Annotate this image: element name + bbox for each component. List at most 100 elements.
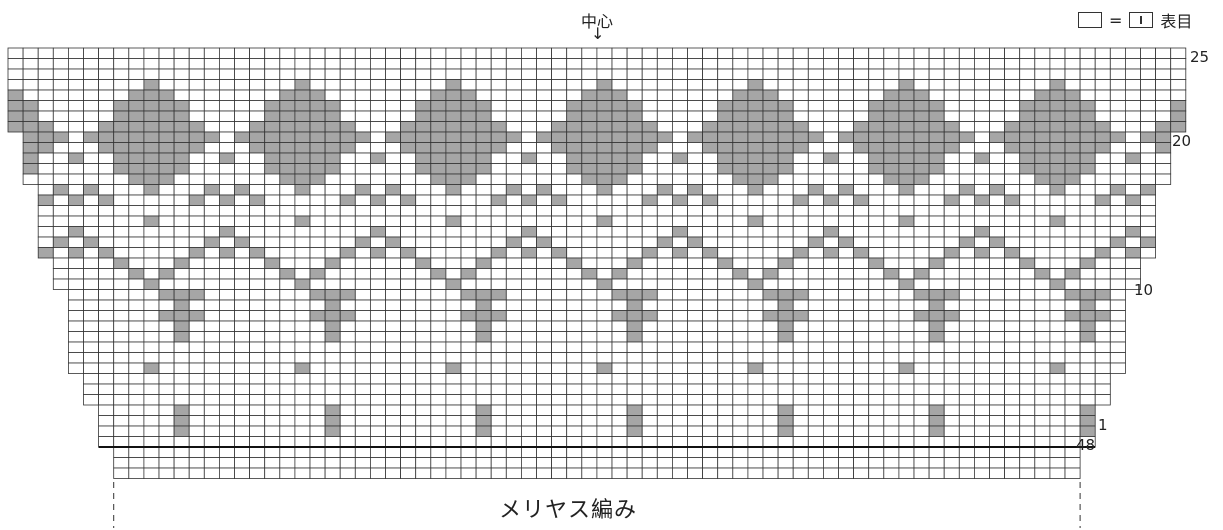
stitch-cell xyxy=(853,299,870,311)
stitch-cell xyxy=(324,205,341,217)
filled-stitch-cell xyxy=(324,289,341,301)
stitch-cell xyxy=(853,184,870,196)
stitch-cell xyxy=(807,194,824,206)
stitch-cell xyxy=(249,404,266,416)
filled-stitch-cell xyxy=(611,163,628,175)
stitch-cell xyxy=(581,362,598,374)
stitch-cell xyxy=(521,310,537,322)
stitch-cell xyxy=(928,173,945,185)
stitch-cell xyxy=(596,383,613,395)
stitch-cell xyxy=(672,404,688,416)
stitch-cell xyxy=(853,289,870,301)
stitch-cell xyxy=(369,436,386,448)
stitch-cell xyxy=(490,79,507,91)
stitch-cell xyxy=(264,425,281,437)
stitch-cell xyxy=(415,58,432,70)
filled-stitch-cell xyxy=(264,121,281,133)
stitch-cell xyxy=(777,467,794,479)
stitch-cell xyxy=(203,310,220,322)
stitch-cell xyxy=(264,394,281,406)
filled-stitch-cell xyxy=(415,110,432,122)
stitch-cell xyxy=(52,173,69,185)
stitch-cell xyxy=(234,436,251,448)
stitch-cell xyxy=(1064,299,1081,311)
stitch-cell xyxy=(1109,299,1126,311)
stitch-cell xyxy=(732,278,749,290)
filled-stitch-cell xyxy=(1170,110,1187,122)
filled-stitch-cell xyxy=(294,121,311,133)
stitch-cell xyxy=(354,457,371,469)
filled-stitch-cell xyxy=(460,100,477,112)
stitch-cell xyxy=(430,247,447,259)
stitch-cell xyxy=(158,236,175,248)
stitch-cell xyxy=(249,268,266,280)
stitch-cell xyxy=(218,467,235,479)
stitch-cell xyxy=(913,299,930,311)
filled-stitch-cell xyxy=(913,110,930,122)
stitch-cell xyxy=(309,184,326,196)
stitch-cell xyxy=(460,331,477,343)
filled-stitch-cell xyxy=(974,194,990,206)
stitch-cell xyxy=(188,163,205,175)
stitch-cell xyxy=(1125,163,1141,175)
stitch-cell xyxy=(853,205,870,217)
stitch-cell xyxy=(943,373,960,385)
stitch-cell xyxy=(807,58,824,70)
stitch-cell xyxy=(611,425,628,437)
stitch-cell xyxy=(581,47,598,59)
stitch-cell xyxy=(22,47,39,59)
stitch-cell xyxy=(1140,58,1157,70)
stitch-cell xyxy=(339,173,356,185)
filled-stitch-cell xyxy=(188,194,205,206)
stitch-cell xyxy=(762,341,779,353)
stitch-cell xyxy=(279,457,296,469)
stitch-cell xyxy=(98,68,115,80)
stitch-cell xyxy=(445,226,462,238)
stitch-cell xyxy=(400,236,417,248)
stitch-cell xyxy=(958,268,975,280)
stitch-cell xyxy=(98,373,115,385)
filled-stitch-cell xyxy=(732,89,749,101)
stitch-cell xyxy=(958,394,975,406)
stitch-cell xyxy=(1109,352,1126,364)
stitch-cell xyxy=(717,47,734,59)
stitch-cell xyxy=(732,457,749,469)
stitch-cell xyxy=(687,268,704,280)
stitch-cell xyxy=(324,436,341,448)
stitch-cell xyxy=(611,341,628,353)
stitch-cell xyxy=(1049,415,1066,427)
stitch-cell xyxy=(98,310,115,322)
stitch-cell xyxy=(581,331,598,343)
filled-stitch-cell xyxy=(7,89,24,101)
stitch-cell xyxy=(1019,352,1036,364)
filled-stitch-cell xyxy=(475,110,492,122)
stitch-cell xyxy=(339,436,356,448)
filled-stitch-cell xyxy=(928,331,945,343)
stitch-cell xyxy=(898,383,915,395)
stitch-cell xyxy=(807,415,824,427)
stitch-cell xyxy=(128,226,145,238)
stitch-cell xyxy=(1034,184,1051,196)
stitch-cell xyxy=(1094,110,1111,122)
stitch-cell xyxy=(943,184,960,196)
stitch-cell xyxy=(83,257,100,269)
stitch-cell xyxy=(234,352,251,364)
stitch-cell xyxy=(68,289,84,301)
stitch-cell xyxy=(203,268,220,280)
filled-stitch-cell xyxy=(898,79,915,91)
stitch-cell xyxy=(611,467,628,479)
stitch-cell xyxy=(339,362,356,374)
stitch-cell xyxy=(1079,205,1096,217)
stitch-cell xyxy=(68,47,84,59)
stitch-cell xyxy=(173,341,190,353)
stitch-cell xyxy=(445,68,462,80)
stitch-cell xyxy=(838,58,855,70)
stitch-cell xyxy=(868,415,885,427)
stitch-cell xyxy=(717,226,734,238)
stitch-cell xyxy=(143,320,160,332)
filled-stitch-cell xyxy=(883,131,900,143)
stitch-cell xyxy=(551,331,568,343)
stitch-cell xyxy=(747,58,764,70)
filled-stitch-cell xyxy=(173,152,190,164)
stitch-cell xyxy=(762,215,779,227)
